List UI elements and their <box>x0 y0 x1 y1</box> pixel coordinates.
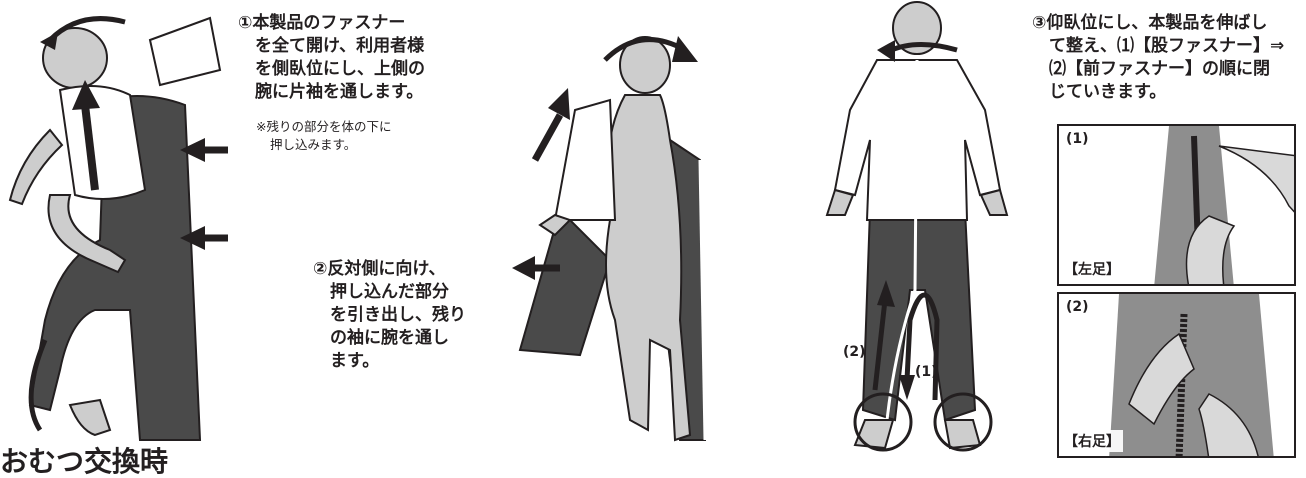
step1-note-line: 押し込みます。 <box>270 137 357 152</box>
step2-line: の袖に腕を通し <box>330 328 449 348</box>
step3-line: ③仰臥位にし、本製品を伸ばし <box>1032 13 1268 33</box>
step3-line: て整え、⑴【股ファスナー】⇒ <box>1049 36 1285 56</box>
step2-line: を引き出し、残り <box>330 305 466 325</box>
step2-line: ます。 <box>330 351 380 371</box>
step1-line: を全て開け、利用者様 <box>255 36 425 56</box>
step3-illustration: (1) (2) <box>825 1 1009 452</box>
step3-line: ⑵【前ファスナー】の順に閉 <box>1049 59 1270 79</box>
step1-line: を側臥位にし、上側の <box>255 59 425 79</box>
photo2-number: (2) <box>1063 298 1092 316</box>
step3-line: じていきます。 <box>1049 82 1167 102</box>
step2-text: ②反対側に向け、 押し込んだ部分 を引き出し、残り の袖に腕を通し ます。 <box>313 258 513 373</box>
photo2-caption: 【右足】 <box>1061 430 1123 452</box>
step2-line: ②反対側に向け、 <box>313 259 446 279</box>
photo-panel-2: (2) 【右足】 <box>1057 292 1296 458</box>
step1-line: ①本製品のファスナー <box>238 13 406 33</box>
photo1-caption: 【左足】 <box>1061 258 1123 280</box>
step1-text: ①本製品のファスナー を全て開け、利用者様 を側臥位にし、上側の 腕に片袖を通し… <box>238 12 478 104</box>
step3-text: ③仰臥位にし、本製品を伸ばし て整え、⑴【股ファスナー】⇒ ⑵【前ファスナー】の… <box>1032 12 1306 104</box>
photo1-number: (1) <box>1063 130 1092 148</box>
step1-note: ※残りの部分を体の下に 押し込みます。 <box>256 118 486 154</box>
section-heading: おむつ交換時 <box>0 445 169 478</box>
photo-panel-1: (1) 【左足】 <box>1057 124 1296 286</box>
step1-note-line: ※残りの部分を体の下に <box>256 119 392 134</box>
label-1: (1) <box>915 364 938 380</box>
step2-illustration <box>512 36 707 442</box>
label-2: (2) <box>843 344 866 360</box>
zipper-photo-1 <box>1059 126 1294 284</box>
zipper-photo-2 <box>1059 294 1294 456</box>
step1-illustration <box>8 16 228 441</box>
step1-line: 腕に片袖を通します。 <box>255 82 424 102</box>
step2-line: 押し込んだ部分 <box>330 282 449 302</box>
